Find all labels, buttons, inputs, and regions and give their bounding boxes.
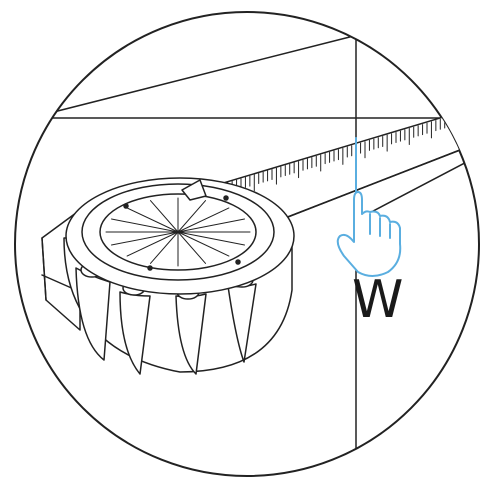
dial-spoke: [177, 231, 230, 257]
dial-spoke: [177, 231, 246, 246]
pointing-hand-icon: [336, 191, 402, 277]
dial-spoke: [177, 200, 207, 233]
dial-spoke: [110, 231, 179, 246]
dial-spoke: [177, 207, 230, 233]
tape-measure-icon: [41, 177, 295, 375]
dial-spoke: [110, 218, 179, 233]
dial-spoke: [177, 218, 246, 233]
dial-spokes: [105, 197, 251, 267]
dial-spoke: [126, 231, 179, 257]
width-label: W: [352, 270, 404, 330]
dial-spoke: [149, 200, 179, 233]
dial-spoke: [126, 207, 179, 233]
dial-spoke: [149, 231, 179, 264]
floor-line-right: [355, 154, 479, 221]
dial-spoke: [177, 231, 207, 264]
